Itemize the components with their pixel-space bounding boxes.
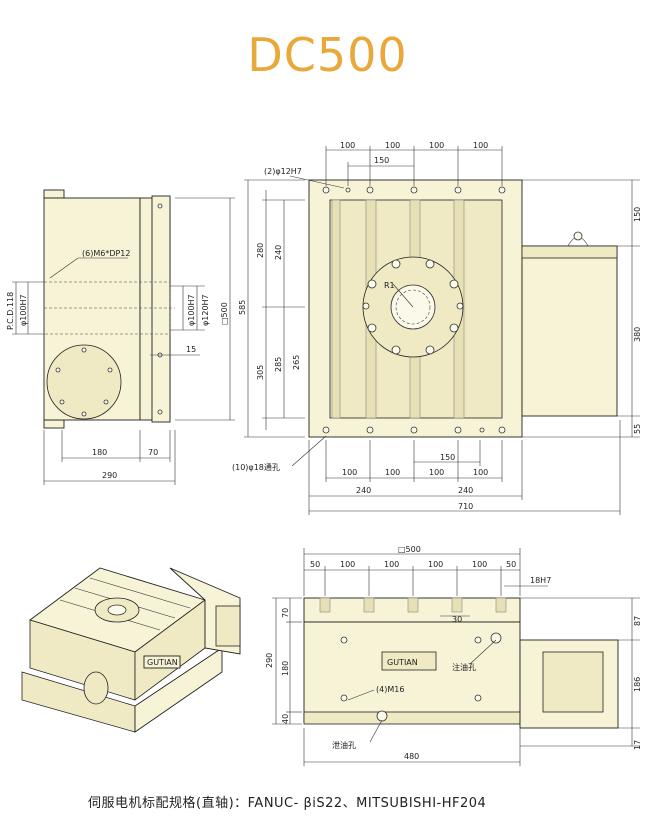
dim-500-front: □500 — [220, 302, 229, 325]
side-dim-87: 87 — [633, 616, 642, 626]
dim-bot-100b: 100 — [385, 468, 400, 477]
side-dim-17: 17 — [633, 740, 642, 750]
dim-phi120: φ120H7 — [201, 294, 210, 326]
dim-bot-240a: 240 — [356, 486, 371, 495]
note-m16: (4)M16 — [376, 685, 404, 694]
side-dim-186: 186 — [633, 677, 642, 692]
page-title: DC500 — [247, 28, 408, 82]
side-dim-100a: 100 — [340, 560, 355, 569]
dim-15: 15 — [186, 345, 196, 354]
side-dim-100c: 100 — [428, 560, 443, 569]
note-m6: (6)M6*DP12 — [82, 249, 131, 258]
motor-spec-footer: 伺服电机标配规格(直轴)：FANUC- βiS22、MITSUBISHI-HF2… — [88, 796, 487, 811]
dim-radius: R1 — [384, 281, 395, 290]
dim-bot-710: 710 — [458, 502, 473, 511]
dim-585: 585 — [238, 300, 247, 315]
dim-180: 180 — [92, 448, 107, 457]
dim-290: 290 — [102, 471, 117, 480]
side-dim-290: 290 — [265, 653, 274, 668]
dim-285: 285 — [274, 357, 283, 372]
iso-view: GUTIAN — [21, 567, 241, 733]
side-dim-180: 180 — [281, 661, 290, 676]
dim-r380: 380 — [633, 327, 642, 342]
dim-r55: 55 — [633, 424, 642, 434]
side-dim-100d: 100 — [472, 560, 487, 569]
dim-bot-150: 150 — [440, 453, 455, 462]
dim-top-150: 150 — [374, 156, 389, 165]
dim-top-100b: 100 — [385, 141, 400, 150]
dim-265: 265 — [292, 355, 301, 370]
side-dim-40: 40 — [281, 714, 290, 724]
dim-bot-100a: 100 — [342, 468, 357, 477]
dim-bot-240b: 240 — [458, 486, 473, 495]
dim-phi100-mid: φ100H7 — [187, 294, 196, 326]
side-dim-50a: 50 — [310, 560, 320, 569]
dim-r150: 150 — [633, 207, 642, 222]
note-oil-in: 注油孔 — [452, 662, 476, 672]
dim-305: 305 — [256, 365, 265, 380]
iso-logo: GUTIAN — [147, 658, 178, 667]
dim-240: 240 — [274, 245, 283, 260]
side-logo: GUTIAN — [387, 658, 418, 667]
side-dim-50b: 50 — [506, 560, 516, 569]
dim-top-100d: 100 — [473, 141, 488, 150]
side-view: GUTIAN 注油孔 泄油孔 (4)M16 □500 50 100 100 10… — [265, 545, 642, 766]
dim-top-100a: 100 — [340, 141, 355, 150]
dim-280: 280 — [256, 243, 265, 258]
dim-bot-100d: 100 — [473, 468, 488, 477]
side-dim-480: 480 — [404, 752, 419, 761]
dim-bot-100c: 100 — [429, 468, 444, 477]
dim-top-100c: 100 — [429, 141, 444, 150]
note-phi18: (10)φ18通孔 — [232, 462, 280, 472]
side-dim-18h7: 18H7 — [530, 576, 551, 585]
dim-phi100-left: φ100H7 — [19, 294, 28, 326]
side-dim-100b: 100 — [384, 560, 399, 569]
note-phi12h7: (2)φ12H7 — [264, 167, 302, 176]
side-dim-70: 70 — [281, 608, 290, 618]
side-dim-500: □500 — [398, 545, 421, 554]
note-oil-out: 泄油孔 — [332, 740, 356, 750]
top-view: R1 100 100 100 100 150 (2)φ12H7 — [232, 141, 642, 515]
front-view: 180 70 290 15 (6)M6*DP12 P.C.D.118 φ100H… — [6, 189, 235, 485]
side-dim-30: 30 — [452, 615, 462, 624]
dim-70: 70 — [148, 448, 158, 457]
dim-pcd: P.C.D.118 — [6, 292, 15, 330]
